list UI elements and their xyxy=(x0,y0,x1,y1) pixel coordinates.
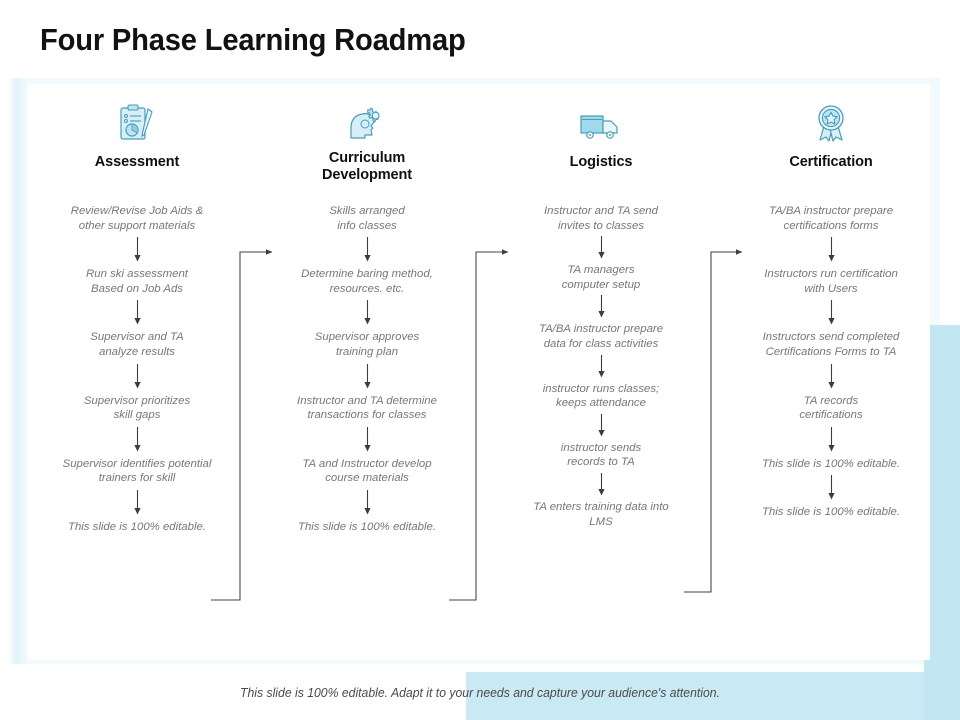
phase-title-certification: Certification xyxy=(789,154,873,170)
step-item: Instructor and TA send invites to classe… xyxy=(544,205,658,232)
step-item: This slide is 100% editable. xyxy=(761,457,901,470)
step-item: This slide is 100% editable. xyxy=(297,520,437,533)
phase-column-certification: Certification TA/BA instructor prepare c… xyxy=(724,100,938,518)
arrow-down-icon xyxy=(494,292,708,322)
award-ribbon-icon xyxy=(724,100,938,144)
delivery-truck-icon xyxy=(494,100,708,144)
page-title: Four Phase Learning Roadmap xyxy=(40,22,466,57)
step-item: Supervisor prioritizes skill gaps xyxy=(83,394,191,422)
step-item: instructor runs classes; keeps attendanc… xyxy=(542,382,660,410)
phase-header-certification: Certification xyxy=(724,100,938,196)
step-item: Supervisor approves training plan xyxy=(314,331,420,358)
arrow-down-icon xyxy=(494,411,708,441)
step-item: Instructors run certification with Users xyxy=(764,268,898,295)
arrow-down-icon xyxy=(260,486,474,520)
step-item: Instructors send completed Certification… xyxy=(762,331,900,358)
arrow-down-icon xyxy=(724,360,938,394)
phase-title-curriculum-development: Curriculum Development xyxy=(322,150,412,183)
arrow-down-icon xyxy=(724,233,938,267)
step-item: TA records certifications xyxy=(799,394,863,422)
phase-column-logistics: Logistics Instructor and TA send invites… xyxy=(494,100,708,528)
phase-column-curriculum-development: Curriculum Development Skills arranged i… xyxy=(260,100,474,533)
arrow-down-icon xyxy=(30,423,244,457)
footer-accent-band xyxy=(466,672,924,720)
arrow-down-icon xyxy=(260,360,474,394)
step-item: TA managers computer setup xyxy=(561,264,641,291)
head-gears-icon xyxy=(260,100,474,144)
step-item: Run ski assessment Based on Job Ads xyxy=(86,268,188,295)
phase-column-assessment: Assessment Review/Revise Job Aids & othe… xyxy=(30,100,244,533)
arrow-down-icon xyxy=(30,296,244,330)
step-item: TA/BA instructor prepare certifications … xyxy=(768,205,894,232)
arrow-down-icon xyxy=(30,486,244,520)
arrow-down-icon xyxy=(494,233,708,263)
phase-title-logistics: Logistics xyxy=(569,154,633,170)
step-list-assessment: Review/Revise Job Aids & other support m… xyxy=(30,204,244,535)
arrow-down-icon xyxy=(724,296,938,330)
arrow-down-icon xyxy=(260,423,474,457)
step-list-certification: TA/BA instructor prepare certifications … xyxy=(724,204,938,520)
arrow-down-icon xyxy=(724,423,938,457)
phase-columns: Assessment Review/Revise Job Aids & othe… xyxy=(28,100,930,640)
arrow-down-icon xyxy=(260,296,474,330)
arrow-down-icon xyxy=(30,233,244,267)
step-item: This slide is 100% editable. xyxy=(67,520,207,533)
step-item: TA/BA instructor prepare data for class … xyxy=(538,323,664,350)
phase-header-curriculum-development: Curriculum Development xyxy=(260,100,474,196)
arrow-down-icon xyxy=(494,352,708,382)
step-item: Supervisor identifies potential trainers… xyxy=(62,457,212,485)
phase-header-assessment: Assessment xyxy=(30,100,244,196)
step-item: Supervisor and TA analyze results xyxy=(90,331,184,358)
footer-note: This slide is 100% editable. Adapt it to… xyxy=(240,686,720,700)
step-list-logistics: Instructor and TA send invites to classe… xyxy=(494,204,708,529)
step-item: Instructor and TA determine transactions… xyxy=(297,394,437,422)
arrow-down-icon xyxy=(30,360,244,394)
step-item: This slide is 100% editable. xyxy=(761,506,901,519)
phase-header-logistics: Logistics xyxy=(494,100,708,196)
right-accent-band xyxy=(924,325,960,720)
clipboard-pen-icon xyxy=(30,100,244,144)
arrow-down-icon xyxy=(724,471,938,505)
left-accent-strip xyxy=(8,78,26,664)
step-item: TA and Instructor develop course materia… xyxy=(302,457,432,485)
step-list-curriculum-development: Skills arranged info classes Determine b… xyxy=(260,204,474,535)
step-item: instructor sends records to TA xyxy=(560,441,642,469)
phase-title-assessment: Assessment xyxy=(94,154,180,170)
step-item: TA enters training data into LMS xyxy=(533,500,669,528)
step-item: Skills arranged info classes xyxy=(329,205,405,232)
arrow-down-icon xyxy=(494,470,708,500)
step-item: Determine baring method, resources. etc. xyxy=(301,268,433,295)
arrow-down-icon xyxy=(260,233,474,267)
step-item: Review/Revise Job Aids & other support m… xyxy=(70,205,204,232)
